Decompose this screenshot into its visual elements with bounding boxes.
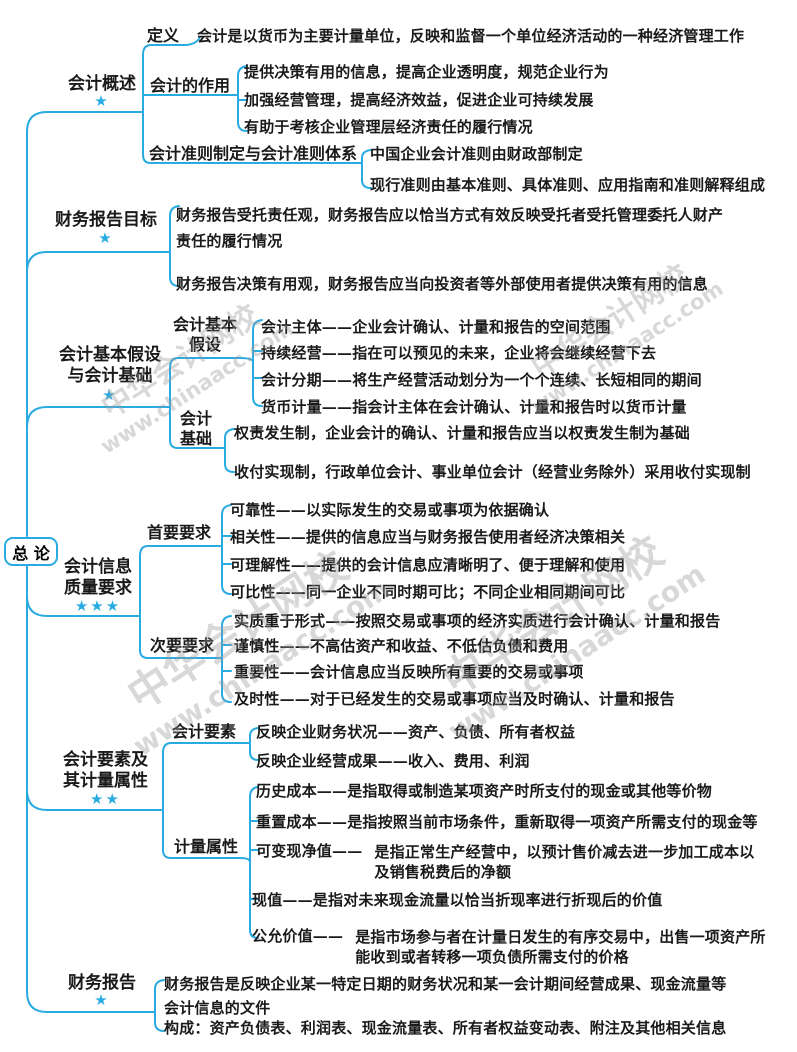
node-text: 会计分期——将生产经营活动划分为一个个连续、长短相同的期间 — [261, 371, 702, 389]
star-rating-icon: ★ — [102, 386, 118, 404]
node-measurement-attributes-label: 计量属性 — [174, 837, 239, 856]
branch-financial-report-label: 财务报告 — [68, 973, 136, 993]
star-rating-icon: ★ — [94, 92, 110, 110]
node-text: 及时性——对于已经发生的交易或事项应当及时确认、计量和报告 — [234, 690, 675, 708]
node-text: 持续经营——指在可以预见的未来，企业将会继续经营下去 — [261, 344, 657, 362]
node-basic-assumptions-label: 会计基本 假设 — [172, 315, 237, 354]
branch-information-quality-label: 会计信息 质量要求 — [64, 557, 132, 598]
branch-report-objective-label: 财务报告目标 — [55, 210, 157, 230]
node-text: 构成：资产负债表、利润表、现金流量表、所有者权益变动表、附注及其他相关信息 — [164, 1019, 727, 1037]
attribute-term: 可变现净值—— — [256, 842, 363, 860]
star-rating-icon: ★★ — [90, 790, 121, 808]
star-rating-icon: ★ — [98, 229, 114, 247]
attribute-term: 公允价值—— — [252, 927, 344, 945]
node-text: 会计主体——企业会计确认、计量和报告的空间范围 — [261, 318, 611, 336]
node-text: 重要性——会计信息应当反映所有重要的交易或事项 — [234, 663, 584, 681]
node-text: 有助于考核企业管理层经济责任的履行情况 — [244, 118, 533, 136]
node-text: 现行准则由基本准则、具体准则、应用指南和准则解释组成 — [370, 176, 766, 194]
node-text: 财务报告是反映企业某一特定日期的财务状况和某一会计期间经营成果、现金流量等 会计… — [164, 975, 727, 1017]
node-text: 加强经营管理，提高经济效益，促进企业可持续发展 — [244, 91, 594, 109]
node-text: 权责发生制，企业会计的确认、计量和报告应当以权责发生制为基础 — [234, 424, 691, 442]
node-text: 相关性——提供的信息应当与财务报告使用者经济决策相关 — [230, 528, 626, 546]
node-secondary-requirements-label: 次要要求 — [150, 636, 215, 655]
node-text: 可理解性——提供的会计信息应清晰明了、便于理解和使用 — [230, 556, 626, 574]
node-definition-label: 定义 — [147, 26, 180, 45]
node-text: 财务报告决策有用观，财务报告应当向投资者等外部使用者提供决策有用的信息 — [176, 275, 709, 293]
node-text: 实质重于形式——按照交易或事项的经济实质进行会计确认、计量和报告 — [234, 612, 721, 630]
node-text: 财务报告受托责任观，财务报告应以恰当方式有效反映受托者受托管理委托人财产 责任的… — [176, 206, 724, 250]
node-text: 重置成本——是指按照当前市场条件，重新取得一项资产所需支付的现金等 — [256, 813, 758, 831]
node-text: 提供决策有用的信息，提高企业透明度，规范企业行为 — [244, 63, 609, 81]
node-text: 会计是以货币为主要计量单位，反映和监督一个单位经济活动的一种经济管理工作 — [197, 27, 745, 45]
node-accounting-elements-label: 会计要素 — [172, 722, 237, 741]
node-text: 谨慎性——不高估资产和收益、不低估负债和费用 — [234, 637, 569, 655]
branch-elements-attributes-label: 会计要素及 其计量属性 — [63, 750, 148, 791]
node-standards-label: 会计准则制定与会计准则体系 — [149, 144, 358, 163]
node-text: 货币计量——指会计主体在会计确认、计量和报告时以货币计量 — [261, 398, 687, 416]
node-text: 收付实现制，行政单位会计、事业单位会计（经营业务除外）采用收付实现制 — [234, 463, 751, 481]
node-text: 历史成本——是指取得或制造某项资产时所支付的现金或其他等价物 — [256, 782, 713, 800]
attribute-description: 是指正常生产经营中，以预计售价减去进一步加工成本以 及销售税费后的净额 — [374, 843, 755, 881]
star-rating-icon: ★★★ — [74, 597, 122, 615]
node-role-label: 会计的作用 — [150, 76, 231, 95]
node-text: 中国企业会计准则由财政部制定 — [370, 145, 583, 163]
star-rating-icon: ★ — [94, 991, 110, 1009]
attribute-description: 是指市场参与者在计量日发生的有序交易中，出售一项资产所 能收到或者转移一项负债所… — [355, 928, 766, 966]
node-text: 可变现净值—— 是指正常生产经营中，以预计售价减去进一步加工成本以 及销售税费后… — [256, 842, 754, 882]
node-text: 反映企业财务状况——资产、负债、所有者权益 — [256, 723, 576, 741]
branch-assumptions-basis-label: 会计基本假设 与会计基础 — [59, 345, 161, 386]
node-accounting-basis-label: 会计 基础 — [179, 409, 212, 448]
node-text: 反映企业经营成果——收入、费用、利润 — [256, 752, 530, 770]
branch-accounting-overview-label: 会计概述 — [68, 74, 136, 94]
node-text: 现值——是指对未来现金流量以恰当折现率进行折现后的价值 — [252, 891, 663, 909]
root-node: 总 论 — [4, 537, 58, 566]
node-text: 可比性——同一企业不同时期可比；不同企业相同期间可比 — [230, 583, 626, 601]
node-text: 公允价值—— 是指市场参与者在计量日发生的有序交易中，出售一项资产所 能收到或者… — [252, 927, 766, 967]
node-text: 可靠性——以实际发生的交易或事项为依据确认 — [230, 501, 550, 519]
node-primary-requirements-label: 首要要求 — [147, 523, 212, 542]
